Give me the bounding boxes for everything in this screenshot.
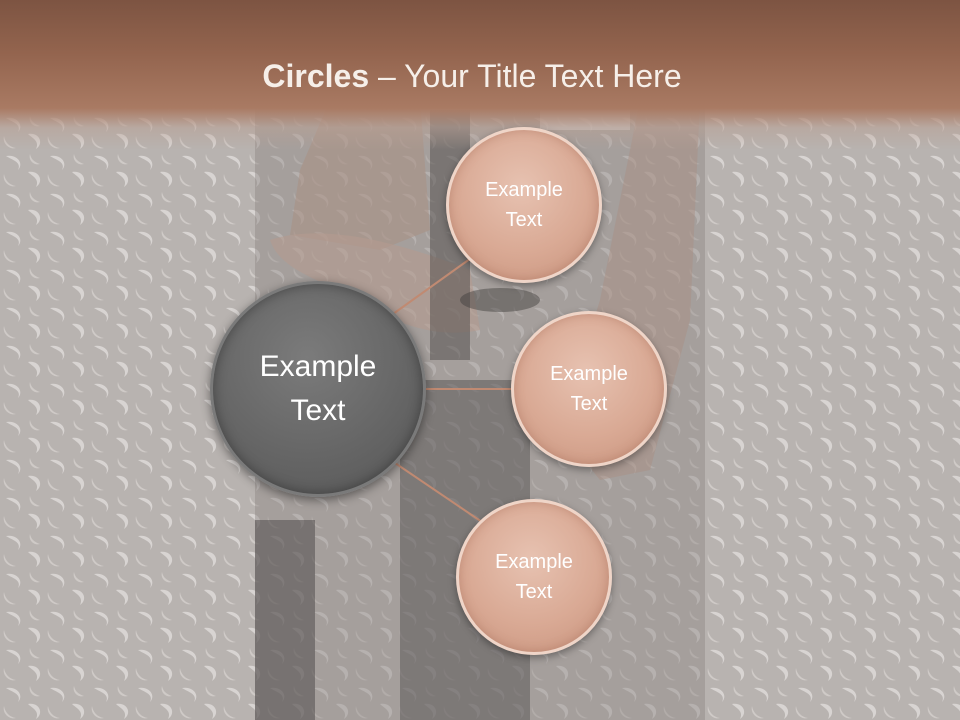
title-bold: Circles bbox=[262, 58, 370, 94]
center-circle-label: Example Text bbox=[259, 350, 377, 427]
satellite-circle-2[interactable]: Example Text bbox=[511, 311, 667, 467]
slide-title: Circles – Your Title Text Here bbox=[0, 52, 944, 100]
connector-1 bbox=[392, 255, 475, 315]
satellite-circle-1-label: Example Text bbox=[485, 179, 563, 231]
satellite-circle-1[interactable]: Example Text bbox=[446, 127, 602, 283]
satellite-circle-3[interactable]: Example Text bbox=[456, 499, 612, 655]
center-circle[interactable]: Example Text bbox=[210, 281, 426, 497]
title-bar bbox=[0, 0, 960, 150]
title-rest: – Your Title Text Here bbox=[369, 58, 682, 94]
satellite-circle-3-label: Example Text bbox=[495, 551, 573, 603]
connector-3 bbox=[394, 462, 483, 523]
satellite-circle-2-label: Example Text bbox=[550, 363, 628, 415]
